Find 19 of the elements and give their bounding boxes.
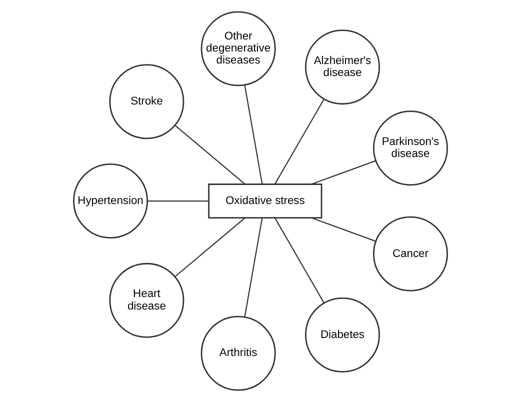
connector [244,218,262,318]
connector [310,160,376,185]
node-circle: Parkinson's disease [372,110,448,186]
node-circle: Arthritis [200,316,276,391]
connector [310,217,376,242]
node-circle: Heart disease [108,262,184,338]
node-circle: Hypertension [72,164,148,238]
connector [274,98,324,184]
node-circle: Stroke [108,64,184,140]
node-circle: Cancer [372,216,448,292]
connector [274,218,324,304]
node-circle: Alzheimer's disease [304,30,380,105]
connector [146,200,208,202]
node-circle: Other degenerative diseases [200,11,276,86]
connector [174,124,245,185]
connector [244,84,262,184]
node-box: Oxidative stress [208,184,322,218]
node-circle: Diabetes [304,297,380,372]
connector [174,217,245,278]
